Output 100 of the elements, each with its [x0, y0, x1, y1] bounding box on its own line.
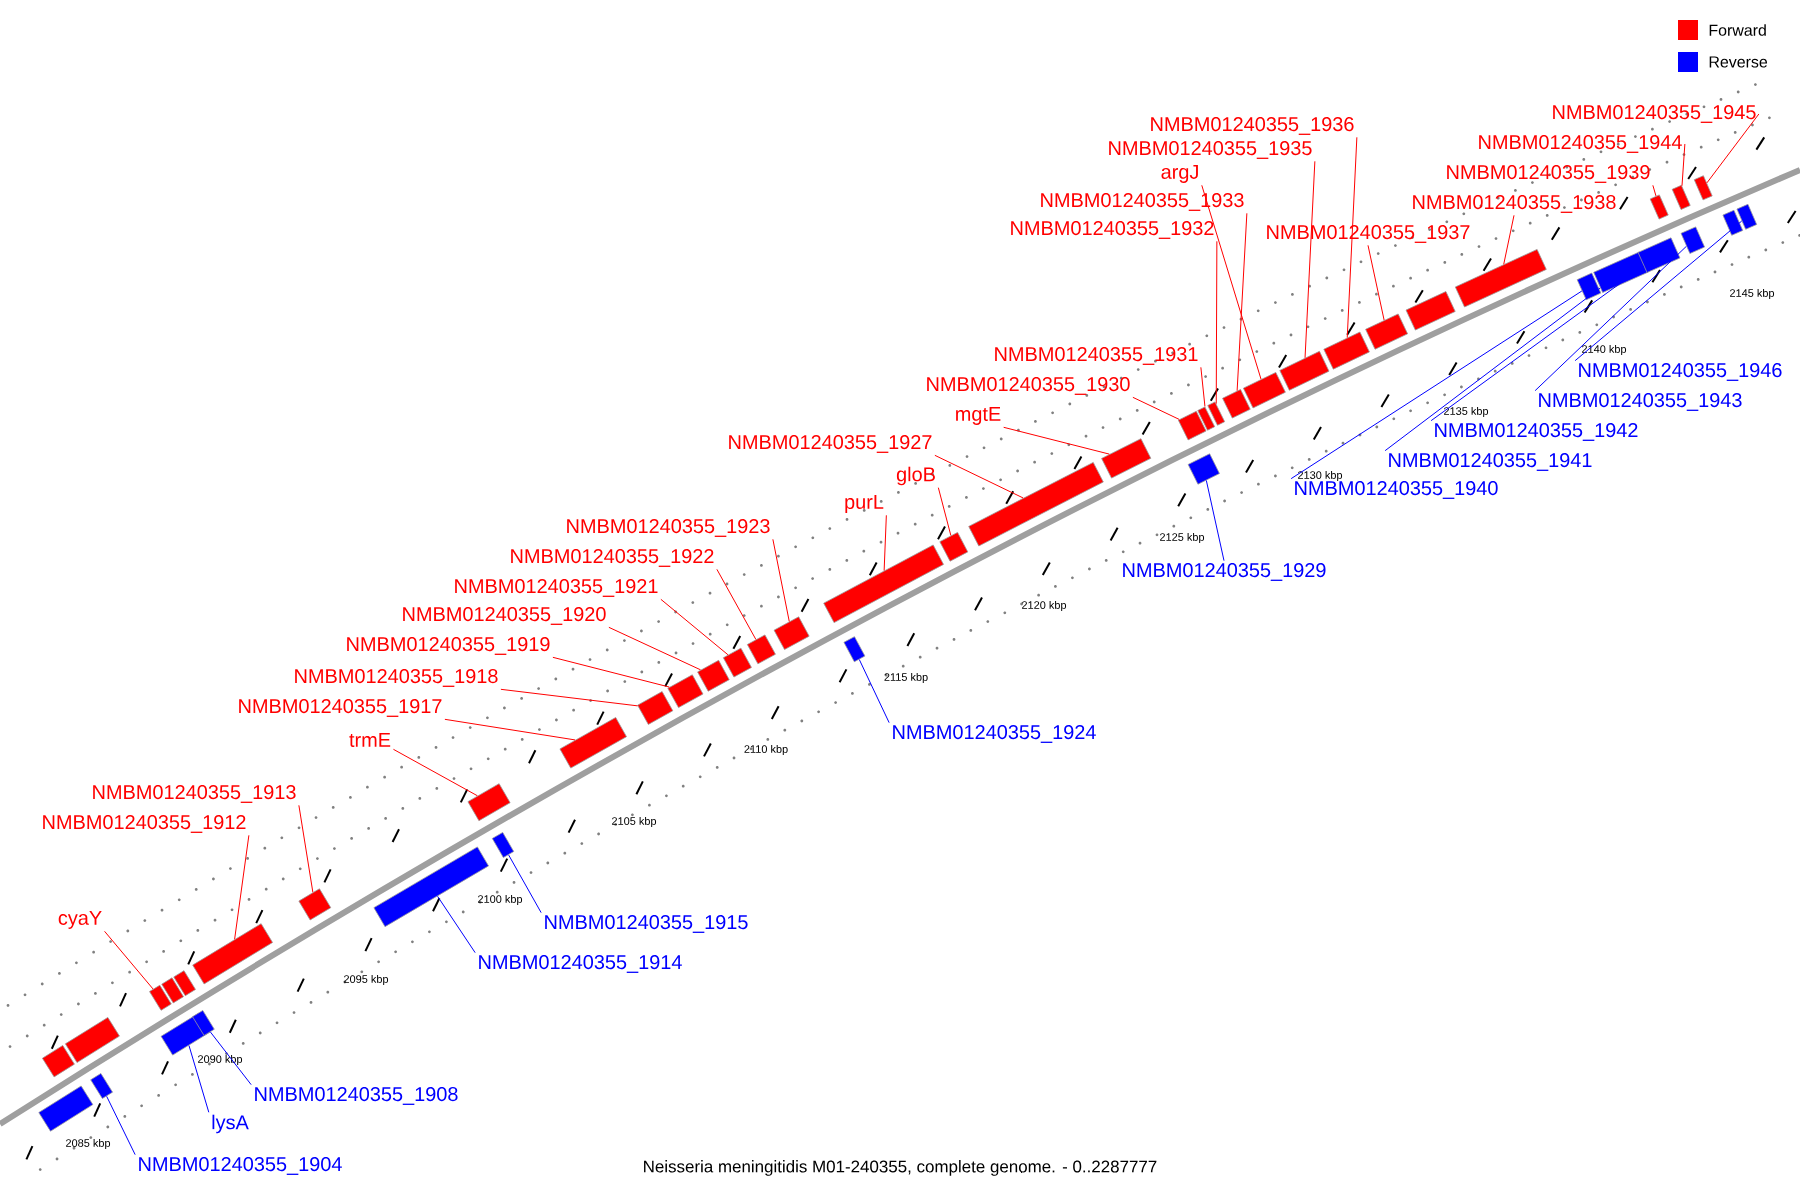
gene-block: [38, 1085, 94, 1132]
gene-label: NMBM01240355_1929: [1123, 563, 1326, 581]
leader-line: [1304, 160, 1316, 359]
gene-label: lysA: [212, 1114, 249, 1134]
gene-label: NMBM01240355_1914: [479, 955, 682, 973]
gene-label: NMBM01240355_1937: [1267, 225, 1470, 243]
gene-label: NMBM01240355_1922: [511, 549, 714, 567]
gene-label: NMBM01240355_1912: [43, 815, 246, 833]
leader-line: [1706, 113, 1760, 184]
gene-block: [1693, 175, 1713, 201]
gene-block: [697, 659, 730, 692]
gene-block: [1279, 350, 1330, 391]
gene-label: NMBM01240355_1919: [347, 637, 550, 655]
gene-block: [722, 647, 752, 678]
leader-line: [1681, 143, 1686, 187]
leader-line: [1384, 287, 1601, 452]
leader-line: [1346, 136, 1358, 339]
gene-label: argJ: [1161, 165, 1198, 183]
gene-label: NMBM01240355_1946: [1579, 363, 1782, 381]
gene-label: NMBM01240355_1918: [295, 669, 498, 687]
gene-label: NMBM01240355_1924: [893, 725, 1096, 743]
leader-line: [234, 834, 250, 940]
leader-line: [437, 895, 476, 954]
leader-line: [858, 659, 890, 724]
gene-label: gloB: [896, 466, 935, 486]
gene-label: NMBM01240355_1935: [1109, 141, 1312, 159]
leader-line: [1003, 426, 1110, 455]
leader-line: [1201, 184, 1262, 380]
gene-block: [192, 1010, 215, 1036]
gene-block: [161, 977, 184, 1004]
gene-block: [1101, 438, 1152, 479]
gene-block: [1207, 401, 1226, 426]
gene-block: [42, 1045, 75, 1078]
gene-label: NMBM01240355_1943: [1539, 393, 1742, 411]
gene-label: NMBM01240355_1931: [995, 347, 1198, 365]
gene-label: NMBM01240355_1927: [729, 435, 932, 453]
leader-line: [934, 454, 1024, 499]
gene-block: [1576, 272, 1602, 301]
gene-label: NMBM01240355_1941: [1389, 453, 1592, 471]
leader-line: [1205, 479, 1225, 562]
gene-label: NMBM01240355_1917: [239, 699, 442, 717]
gene-block: [1454, 249, 1547, 308]
leader-line: [1236, 212, 1248, 392]
gene-block: [1649, 194, 1669, 220]
leader-line: [1534, 245, 1687, 392]
gene-block: [1365, 313, 1408, 350]
gene-block: [1323, 331, 1370, 370]
gene-label: cyaY: [58, 911, 102, 929]
leader-line: [209, 1031, 252, 1086]
gene-block: [843, 636, 866, 663]
gene-block: [192, 923, 273, 985]
gene-label: NMBM01240355_1908: [255, 1087, 458, 1105]
leader-line: [500, 688, 639, 707]
leader-line: [1290, 290, 1583, 480]
gene-block: [1637, 237, 1681, 273]
gene-block: [491, 832, 515, 858]
gene-block: [1722, 209, 1744, 236]
leader-line: [392, 748, 478, 797]
gene-block: [939, 532, 969, 562]
gene-label: NMBM01240355_1939: [1447, 165, 1650, 183]
gene-label: NMBM01240355_1945: [1553, 105, 1756, 123]
gene-block: [1222, 389, 1251, 419]
gene-label: NMBM01240355_1936: [1151, 117, 1354, 135]
gene-label: NMBM01240355_1904: [139, 1157, 342, 1175]
gene-block: [559, 717, 627, 769]
gene-block: [149, 984, 172, 1011]
gene-label: NMBM01240355_1930: [927, 377, 1130, 395]
caption: Neisseria meningitidis M01-240355, complete genome. - 0..2287777: [644, 1160, 1157, 1176]
gene-label: NMBM01240355_1942: [1435, 423, 1638, 441]
gene-block: [1197, 406, 1216, 431]
gene-block: [637, 691, 674, 725]
leader-line: [883, 514, 887, 572]
gene-label: NMBM01240355_1940: [1295, 481, 1498, 499]
leader-line: [660, 598, 729, 656]
gene-block: [1671, 184, 1691, 210]
leader-line: [552, 656, 670, 688]
leader-line: [1132, 396, 1180, 420]
leader-line: [772, 538, 790, 622]
gene-label: NMBM01240355_1944: [1479, 135, 1682, 153]
leader-line: [104, 930, 154, 990]
gene-label: purL: [845, 495, 884, 513]
leader-line: [106, 1095, 136, 1156]
gene-label: NMBM01240355_1913: [93, 785, 296, 803]
gene-block: [968, 462, 1104, 547]
leader-line: [608, 626, 702, 671]
gene-block: [65, 1017, 120, 1063]
gene-block: [90, 1073, 113, 1099]
leader-line: [188, 1045, 210, 1113]
gene-block: [298, 888, 332, 921]
gene-label: NMBM01240355_1920: [403, 607, 606, 625]
gene-block: [1187, 453, 1220, 485]
leader-line: [1430, 265, 1645, 422]
gene-block: [823, 544, 944, 623]
leader-line: [1652, 184, 1657, 197]
leader-line: [508, 854, 542, 914]
gene-block: [746, 634, 776, 665]
leader-line: [716, 568, 757, 640]
gene-block: [1177, 410, 1207, 441]
gene-block: [1243, 372, 1286, 409]
gene-label: mgtE: [956, 407, 1001, 425]
